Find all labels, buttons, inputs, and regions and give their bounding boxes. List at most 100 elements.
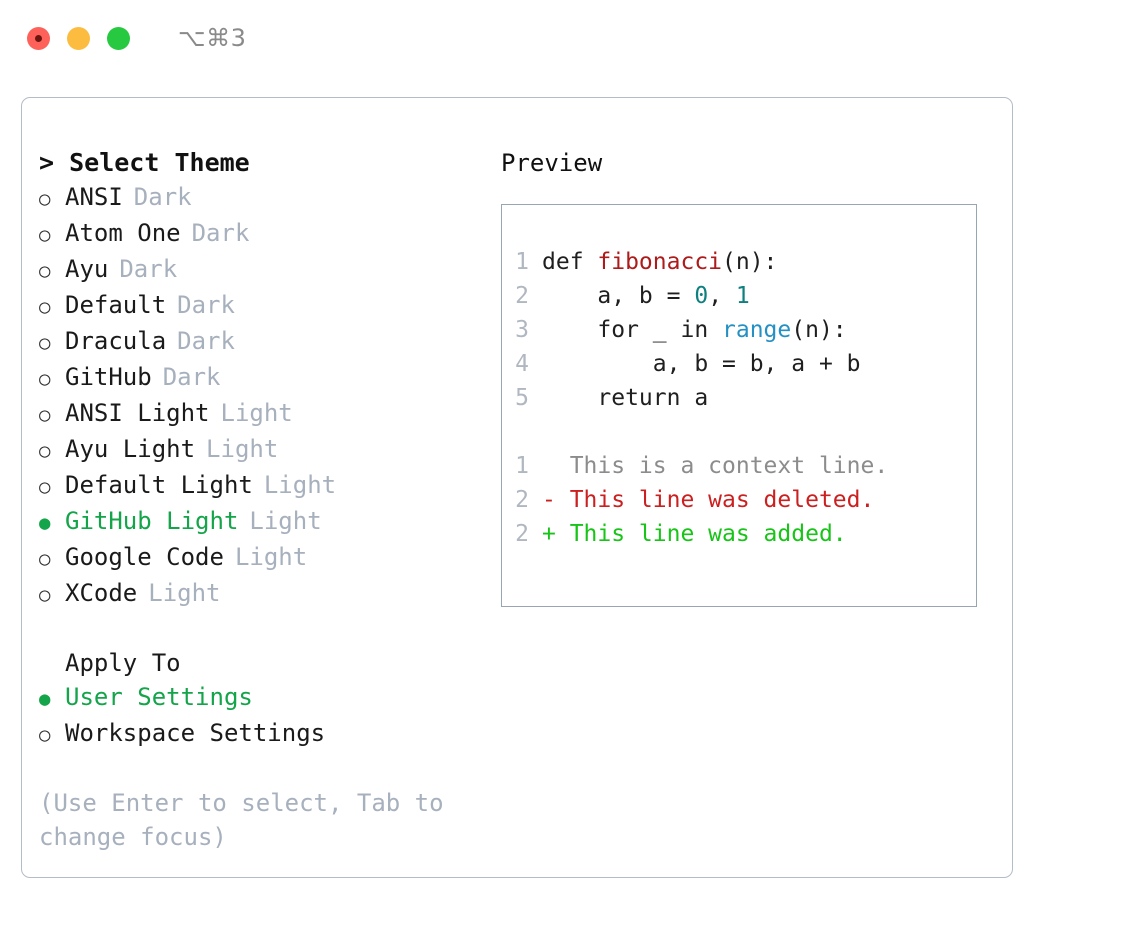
line-number: 5	[515, 385, 529, 411]
theme-name-label: ANSI Light	[65, 399, 210, 427]
radio-unselected-icon[interactable]: ○	[39, 332, 51, 354]
theme-variant-tag: Dark	[162, 363, 221, 391]
radio-unselected-icon[interactable]: ○	[39, 584, 51, 606]
theme-name-label: Google Code	[65, 543, 224, 571]
diff-line-text: This is a context line.	[542, 453, 889, 479]
minimize-dot[interactable]	[67, 26, 90, 50]
theme-name-label: GitHub	[65, 363, 152, 391]
theme-variant-tag: Light	[206, 435, 279, 463]
preview-spacer	[502, 415, 976, 449]
diff-line: 1 This is a context line.	[502, 449, 976, 483]
code-token: range	[722, 317, 792, 343]
theme-list-item[interactable]: ○ Ayu Dark	[39, 252, 484, 288]
code-token: 0	[694, 283, 709, 309]
preview-title: Preview	[501, 149, 603, 177]
theme-list-item[interactable]: ○ XCode Light	[39, 576, 484, 612]
theme-list-item[interactable]: ○ GitHub Dark	[39, 360, 484, 396]
theme-name-label: Atom One	[65, 219, 181, 247]
code-token: a, b =	[542, 283, 695, 309]
code-line: 4 a, b = b, a + b	[502, 347, 976, 381]
line-number: 3	[515, 317, 529, 343]
theme-name-label: Default Light	[65, 471, 253, 499]
apply-to-item[interactable]: ○ Workspace Settings	[39, 716, 484, 752]
code-token: for _ in	[542, 317, 723, 343]
radio-unselected-icon[interactable]: ○	[39, 440, 51, 462]
radio-unselected-icon[interactable]: ○	[39, 224, 51, 246]
maximize-dot[interactable]	[107, 26, 130, 50]
code-line: 5 return a	[502, 381, 976, 415]
code-token: (n):	[791, 317, 847, 343]
theme-variant-tag: Light	[220, 399, 293, 427]
radio-unselected-icon[interactable]: ○	[39, 548, 51, 570]
traffic-lights	[27, 26, 130, 50]
apply-to-label: Workspace Settings	[65, 719, 326, 747]
theme-name-label: GitHub Light	[65, 507, 239, 535]
code-token: a, b = b, a + b	[542, 351, 861, 377]
code-line-text: for _ in range(n):	[542, 313, 847, 347]
theme-name-label: ANSI	[65, 183, 123, 211]
theme-list-item[interactable]: ○ ANSI Light Light	[39, 396, 484, 432]
theme-list-item[interactable]: ○ Ayu Light Light	[39, 432, 484, 468]
apply-to-label: User Settings	[65, 683, 253, 711]
code-line: 3 for _ in range(n):	[502, 313, 976, 347]
theme-variant-tag: Light	[263, 471, 337, 499]
code-line-text: a, b = 0, 1	[542, 279, 749, 313]
radio-selected-icon[interactable]: ●	[39, 512, 51, 534]
theme-name-label: Ayu	[65, 255, 109, 283]
theme-variant-tag: Dark	[119, 255, 178, 283]
radio-unselected-icon[interactable]: ○	[39, 296, 51, 318]
apply-to-list: ● User Settings ○ Workspace Settings	[39, 680, 484, 752]
theme-list-item[interactable]: ○ Atom One Dark	[39, 216, 484, 252]
theme-list-item[interactable]: ○ Default Light Light	[39, 468, 484, 504]
radio-unselected-icon[interactable]: ○	[39, 188, 51, 210]
code-token: (n):	[722, 249, 778, 275]
line-number: 4	[515, 351, 529, 377]
line-number: 2	[515, 283, 529, 309]
theme-name-label: XCode	[65, 579, 138, 607]
close-dot[interactable]	[27, 26, 50, 50]
theme-variant-tag: Dark	[177, 291, 235, 319]
title-bar: ⌥⌘3	[0, 0, 1140, 76]
theme-variant-tag: Light	[148, 579, 221, 607]
diff-line: 2 + This line was added.	[502, 517, 976, 551]
code-token: return a	[542, 385, 709, 411]
line-number: 1	[515, 249, 529, 275]
code-token: def	[542, 249, 598, 275]
code-token: ,	[708, 283, 736, 309]
apply-to-item[interactable]: ● User Settings	[39, 680, 484, 716]
radio-unselected-icon[interactable]: ○	[39, 404, 51, 426]
page-title: > Select Theme	[39, 148, 250, 177]
code-line: 2 a, b = 0, 1	[502, 279, 976, 313]
line-number: 2	[515, 521, 529, 547]
apply-to-heading: Apply To	[65, 649, 181, 677]
diff-line-text: + This line was added.	[542, 521, 847, 547]
theme-variant-tag: Light	[234, 543, 308, 571]
diff-line: 2- This line was deleted.	[502, 483, 976, 517]
line-number: 1	[515, 453, 529, 479]
radio-unselected-icon[interactable]: ○	[39, 724, 51, 746]
theme-name-label: Ayu Light	[65, 435, 196, 463]
radio-unselected-icon[interactable]: ○	[39, 260, 51, 282]
keyboard-hint: (Use Enter to select, Tab to change focu…	[39, 789, 459, 851]
radio-selected-icon[interactable]: ●	[39, 688, 51, 710]
radio-unselected-icon[interactable]: ○	[39, 476, 51, 498]
theme-list-item[interactable]: ○ Google Code Light	[39, 540, 484, 576]
code-token: fibonacci	[597, 249, 723, 275]
code-line-text: def fibonacci(n):	[542, 245, 777, 279]
theme-variant-tag: Dark	[191, 219, 250, 247]
code-line: 1 def fibonacci(n):	[502, 245, 976, 279]
radio-unselected-icon[interactable]: ○	[39, 368, 51, 390]
diff-sample: 1 This is a context line.2- This line wa…	[502, 449, 976, 551]
code-line-text: a, b = b, a + b	[542, 347, 861, 381]
